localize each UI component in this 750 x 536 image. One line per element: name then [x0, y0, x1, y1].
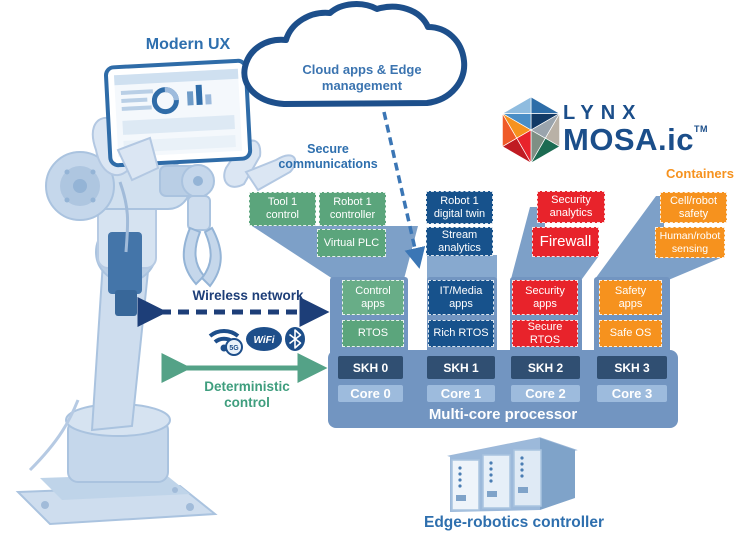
edge-controller-illustration — [447, 437, 578, 512]
cloud-apps-label: Cloud apps & Edge management — [302, 62, 422, 94]
trademark-symbol: TM — [693, 124, 708, 134]
lynx-mosaic-wordmark: LYNX MOSA.icTM — [563, 102, 738, 158]
containers-label: Containers — [666, 166, 734, 181]
stream-analytics-box: Stream analytics — [426, 227, 493, 256]
security-analytics-box: Security analytics — [537, 191, 605, 223]
multi-core-processor-label: Multi-core processor — [428, 406, 578, 423]
tool1-control-box: Tool 1 control — [249, 192, 316, 226]
tablet-hands-illustration — [91, 58, 297, 192]
deterministic-control-label: Deterministic control — [204, 379, 290, 411]
safe-os-box: Safe OS — [599, 320, 662, 347]
lynx-brand-text: LYNX — [563, 102, 643, 124]
cell-robot-safety-box: Cell/robot safety — [660, 192, 727, 223]
mosaic-cube-logo-icon — [501, 96, 561, 165]
modern-ux-label: Modern UX — [145, 36, 231, 53]
human-robot-sensing-box: Human/robot sensing — [655, 227, 725, 258]
robot1-controller-box: Robot 1 controller — [319, 192, 386, 226]
firewall-box: Firewall — [532, 227, 599, 257]
security-apps-box: Security apps — [512, 280, 578, 315]
skh2-box: SKH 2 — [511, 356, 580, 379]
safety-apps-box: Safety apps — [599, 280, 662, 315]
core0-box: Core 0 — [338, 385, 403, 402]
edge-robotics-controller-label: Edge-robotics controller — [424, 514, 604, 531]
secure-rtos-box: Secure RTOS — [512, 320, 578, 347]
robot-arm-illustration — [15, 151, 222, 526]
mosaic-product-text: MOSA.icTM — [563, 122, 708, 157]
virtual-plc-box: Virtual PLC — [317, 229, 386, 257]
core3-box: Core 3 — [597, 385, 667, 402]
control-apps-box: Control apps — [342, 280, 404, 315]
cloud-icon — [241, 1, 468, 107]
it-media-apps-box: IT/Media apps — [428, 280, 494, 315]
skh1-box: SKH 1 — [427, 356, 495, 379]
wifi-icon: WiFi — [246, 327, 282, 351]
skh3-box: SKH 3 — [597, 356, 667, 379]
rtos-box: RTOS — [342, 320, 404, 347]
svg-text:WiFi: WiFi — [253, 335, 274, 346]
core2-box: Core 2 — [511, 385, 580, 402]
bluetooth-icon — [285, 327, 305, 351]
svg-text:5G: 5G — [229, 345, 239, 352]
skh0-box: SKH 0 — [338, 356, 403, 379]
robot1-digital-twin-box: Robot 1 digital twin — [426, 191, 493, 224]
rich-rtos-box: Rich RTOS — [428, 320, 494, 347]
core1-box: Core 1 — [427, 385, 495, 402]
secure-communications-label: Secure communications — [278, 142, 378, 171]
5g-icon: 5G — [208, 328, 243, 356]
wireless-network-label: Wireless network — [192, 288, 304, 303]
